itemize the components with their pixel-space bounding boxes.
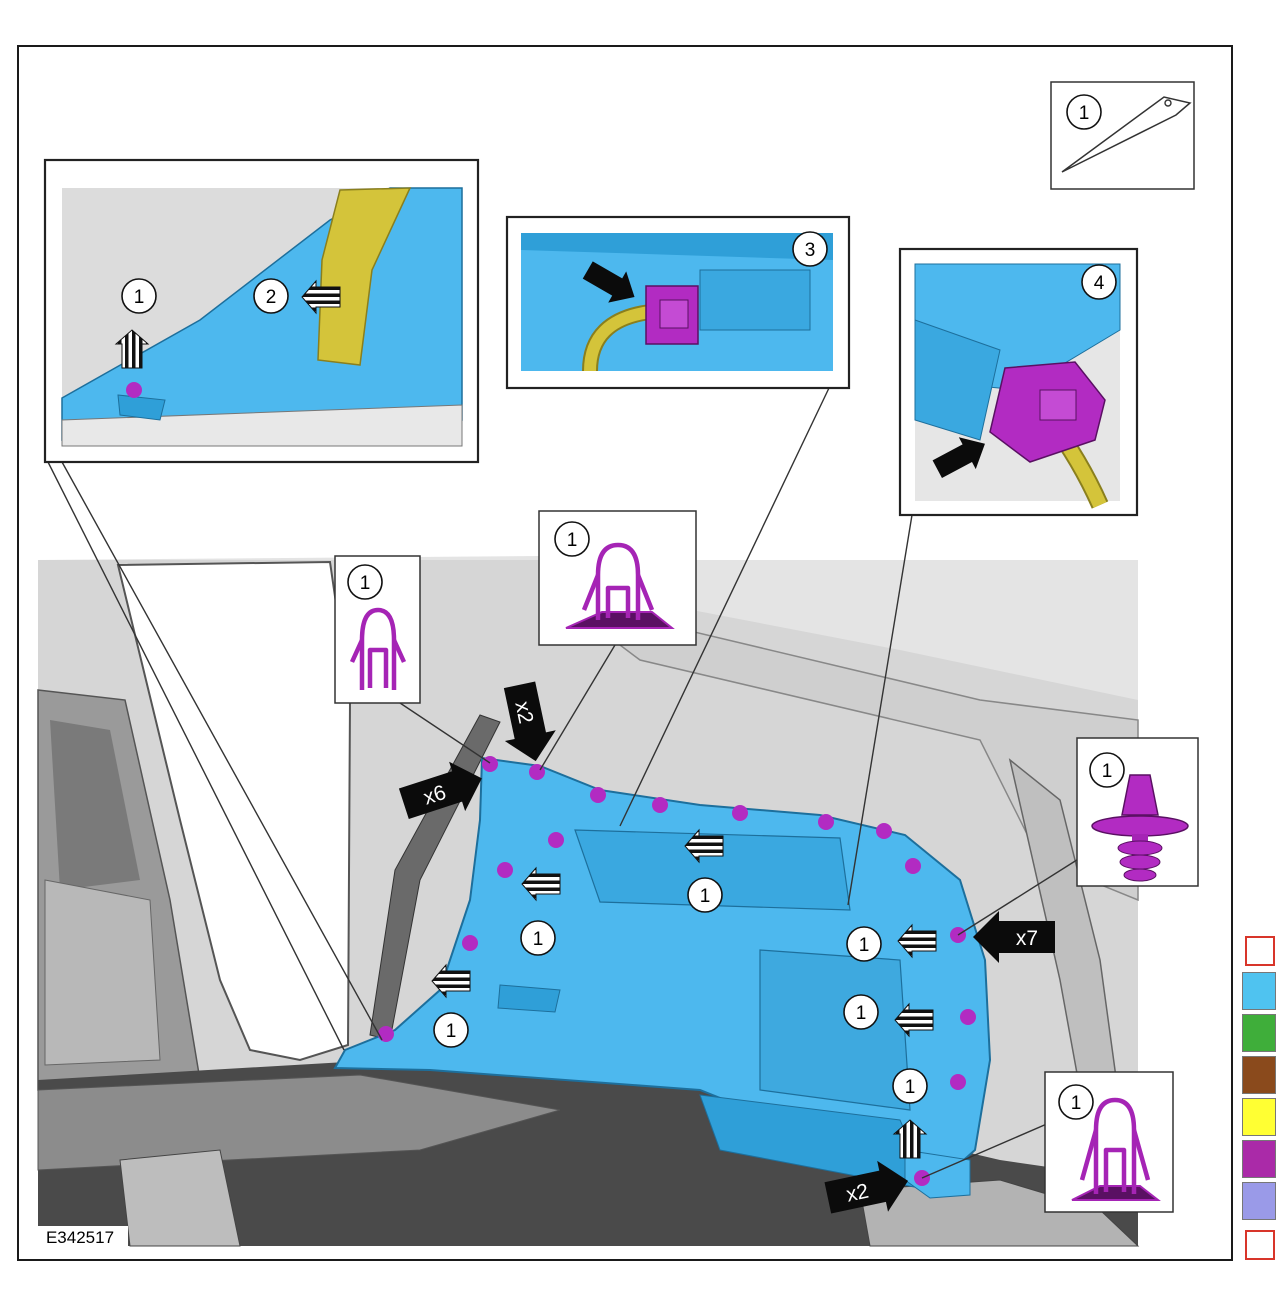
inset-connector-4: 4 (898, 247, 1139, 517)
legend-swatch (1242, 1098, 1276, 1136)
callout-1: 1 (347, 564, 383, 600)
quantity-arrow-x6: x6 (398, 761, 482, 819)
clip-detail-right: 1 (1076, 737, 1199, 887)
clip-detail-top: 1 (538, 510, 697, 646)
callout-main: 1 1 1 1 1 1 (433, 877, 928, 1104)
clip-detail-bottom: 1 (1044, 1071, 1174, 1213)
figure-id-label: E342517 (32, 1226, 128, 1250)
quantity-arrow-x2-bottom: x2 (824, 1160, 909, 1214)
svg-text:1: 1 (1102, 761, 1113, 782)
callout-1: 1 (1089, 752, 1125, 788)
svg-text:1: 1 (700, 886, 711, 907)
legend-swatch (1242, 1056, 1276, 1094)
legend-swatch (1242, 1140, 1276, 1178)
callout-1: 1 (1066, 94, 1102, 130)
callout-1: 1 (1058, 1084, 1094, 1120)
svg-text:1: 1 (533, 929, 544, 950)
legend-swatch (1242, 1014, 1276, 1052)
legend-swatch-outline-top (1245, 936, 1275, 966)
callout-1: 1 (121, 278, 157, 314)
leader-lines (47, 387, 1081, 1179)
inset-connector-3: 3 (505, 215, 851, 390)
black-arrow-icon (582, 261, 635, 303)
svg-text:2: 2 (266, 287, 277, 308)
inset-pillar: 1 2 (43, 158, 480, 464)
callout-1: 1 (687, 877, 723, 913)
spring-clip-icon (349, 607, 407, 690)
svg-text:1: 1 (859, 935, 870, 956)
qty-label-x2-bottom: x2 (844, 1180, 870, 1207)
callout-4: 4 (1081, 264, 1117, 300)
tool-inset: 1 (1050, 81, 1195, 190)
callout-1: 1 (554, 521, 590, 557)
callout-3: 3 (792, 231, 828, 267)
svg-text:1: 1 (856, 1003, 867, 1024)
svg-text:1: 1 (905, 1077, 916, 1098)
christmas-tree-clip-icon (1091, 774, 1189, 882)
svg-text:1: 1 (1079, 103, 1090, 124)
direction-arrow-icon (114, 329, 150, 369)
quantity-arrow-x7: x7 (973, 911, 1055, 963)
svg-text:3: 3 (805, 240, 816, 261)
legend-swatch (1242, 972, 1276, 1010)
direction-arrow-icon (431, 828, 937, 1159)
push-pin-clip-icon (565, 542, 675, 629)
qty-label-x7: x7 (1016, 927, 1038, 950)
callout-2: 2 (253, 278, 289, 314)
legend-swatch (1242, 1182, 1276, 1220)
svg-text:1: 1 (567, 530, 578, 551)
callout-1: 1 (892, 1068, 928, 1104)
direction-arrow-icon (301, 279, 341, 315)
qty-label-x2-top: x2 (510, 699, 537, 725)
callout-1: 1 (433, 1012, 469, 1048)
callout-1: 1 (846, 926, 882, 962)
svg-text:1: 1 (446, 1021, 457, 1042)
svg-text:1: 1 (360, 573, 371, 594)
trim-removal-tool-icon (1061, 96, 1192, 173)
callout-1: 1 (843, 994, 879, 1030)
clip-detail-small: 1 (334, 555, 421, 704)
svg-text:4: 4 (1094, 273, 1105, 294)
svg-text:1: 1 (1071, 1093, 1082, 1114)
legend-swatch-outline-bottom (1245, 1230, 1275, 1260)
svg-text:1: 1 (134, 287, 145, 308)
callout-1: 1 (520, 920, 556, 956)
clip-locations (378, 756, 976, 1186)
push-pin-clip-icon (1071, 1097, 1161, 1201)
black-arrow-icon (932, 437, 985, 478)
quantity-arrow-x2-top: x2 (503, 681, 556, 762)
